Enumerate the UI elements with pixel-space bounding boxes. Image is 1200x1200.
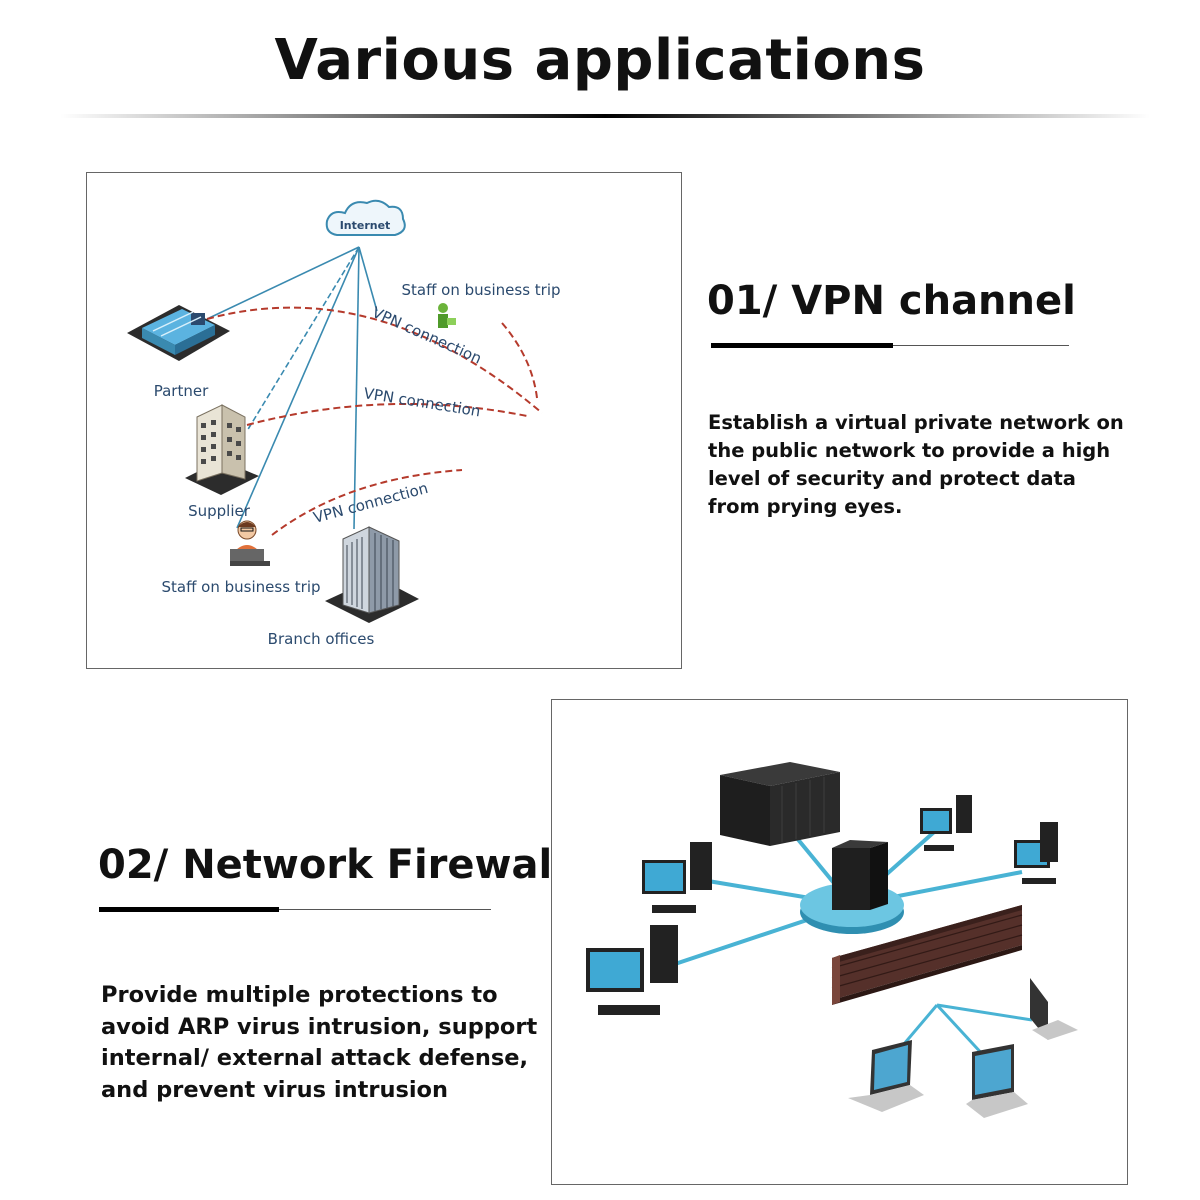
staff-figure-icon [438,303,456,328]
laptop-icon [966,1044,1028,1118]
firewall-illustration [586,762,1078,1118]
firewall-brick-icon [831,905,1023,1005]
supplier-label: Supplier [188,502,251,520]
branch-tower-icon [325,526,419,623]
firewall-title-underline-thick [99,907,279,912]
desktop-pc-icon [1014,822,1058,884]
internet-label: Internet [340,219,391,232]
vpn-section-title: 01/ VPN channel [707,278,1076,324]
vpn-arc-staff [271,469,463,536]
vpn-label-1: VPN connection [369,303,484,367]
desktop-pc-icon [920,795,972,851]
desktop-pc-icon [586,925,678,1015]
desktop-pc-icon [642,842,712,913]
laptop-icon [848,1040,924,1112]
server-rack-icon [720,762,840,846]
cloud-icon [325,199,406,236]
link-internet-supplier [246,246,360,432]
staff-laptop-icon [230,520,270,566]
branch-label: Branch offices [268,630,375,648]
vpn-description: Establish a virtual private network on t… [708,411,1124,518]
supplier-building-icon [185,404,259,495]
vpn-arc-supplier [246,402,528,426]
vpn-diagram: Internet Partner [127,199,561,648]
title-divider [60,114,1150,118]
staff-bottom-label: Staff on business trip [161,578,320,596]
staff-top-label: Staff on business trip [401,281,560,299]
link-internet-staff [236,246,360,529]
vpn-title-underline-thin [893,345,1069,346]
firewall-description: Provide multiple protections to avoid AR… [101,982,538,1103]
page-title: Various applications [274,28,926,93]
laptop-icon [1030,978,1078,1040]
link-wall-laptop-3 [936,1003,1033,1022]
partner-building-icon [127,305,230,361]
firewall-title-underline-thin [279,909,491,910]
link-internet-partner [206,246,360,320]
link-internet-branch [353,246,360,530]
link-internet-vpn [358,246,378,312]
firewall-illustration-frame [551,699,1128,1185]
vpn-title-underline-thick [711,343,893,348]
vpn-arc-partner [206,306,543,414]
network-hub-icon [800,840,904,934]
vpn-diagram-frame: Internet Partner [86,172,682,669]
vpn-label-2: VPN connection [362,384,481,420]
partner-label: Partner [154,382,209,400]
firewall-section-title: 02/ Network Firewall [98,842,566,888]
